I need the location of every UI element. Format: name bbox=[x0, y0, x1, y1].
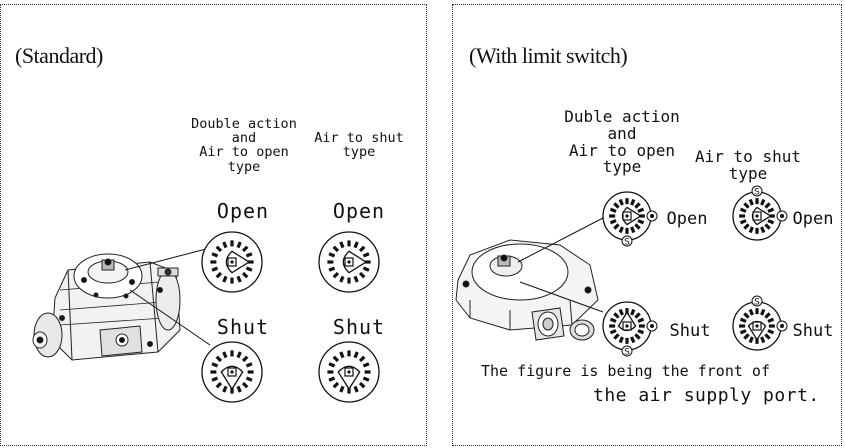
standard-panel: (Standard) Double action and Air to open… bbox=[0, 4, 427, 446]
standard-shut-label-2: Shut bbox=[332, 315, 386, 339]
svg-text:S: S bbox=[754, 188, 760, 198]
limit-shut-label-2: Shut bbox=[792, 321, 834, 341]
dial-standard-open-double bbox=[201, 231, 263, 293]
dial-standard-shut-shut bbox=[318, 341, 380, 403]
leader-line bbox=[124, 247, 211, 271]
s-marker-icon: S bbox=[621, 235, 633, 248]
standard-title: (Standard) bbox=[15, 43, 103, 68]
limit-col2-heading: Air to shut type bbox=[695, 147, 801, 183]
svg-text:S: S bbox=[754, 298, 760, 308]
dial-limit-shut-double: S bbox=[602, 301, 658, 358]
note-line-2: the air supply port. bbox=[593, 385, 820, 406]
actuator-standard bbox=[32, 253, 181, 361]
standard-open-label-1: Open bbox=[216, 199, 270, 223]
dial-standard-open-shut bbox=[318, 231, 380, 293]
port-marker-icon bbox=[776, 210, 788, 222]
s-marker-icon: S bbox=[751, 185, 763, 198]
standard-open-label-2: Open bbox=[332, 199, 386, 223]
s-marker-icon: S bbox=[751, 295, 763, 308]
svg-text:S: S bbox=[624, 238, 630, 248]
limit-switch-panel: (With limit switch) Duble action and Air… bbox=[452, 4, 842, 446]
port-marker-icon bbox=[646, 210, 658, 222]
leader-line bbox=[517, 217, 604, 263]
dial-limit-shut-shut: S bbox=[732, 295, 788, 351]
port-marker-icon bbox=[646, 320, 658, 332]
limit-switch-title: (With limit switch) bbox=[469, 43, 628, 68]
dial-limit-open-shut: S bbox=[732, 185, 788, 241]
limit-open-label-1: Open bbox=[666, 209, 708, 229]
standard-col2-heading: Air to shut type bbox=[314, 130, 404, 161]
note-line-1: The figure is being the front of bbox=[481, 362, 770, 380]
leader-line bbox=[129, 289, 211, 346]
standard-col1-heading: Double action and Air to open type bbox=[191, 116, 297, 175]
actuator-limit-switch bbox=[455, 239, 599, 341]
limit-open-label-2: Open bbox=[792, 209, 834, 229]
dial-limit-open-double: S bbox=[602, 191, 658, 248]
dial-standard-shut-double bbox=[201, 341, 263, 403]
s-marker-icon: S bbox=[621, 345, 633, 358]
leader-line bbox=[519, 281, 604, 313]
port-marker-icon bbox=[776, 320, 788, 332]
standard-shut-label-1: Shut bbox=[216, 315, 270, 339]
svg-text:S: S bbox=[624, 348, 630, 358]
limit-shut-label-1: Shut bbox=[669, 321, 711, 341]
limit-col1-heading: Duble action and Air to open type bbox=[564, 107, 680, 177]
